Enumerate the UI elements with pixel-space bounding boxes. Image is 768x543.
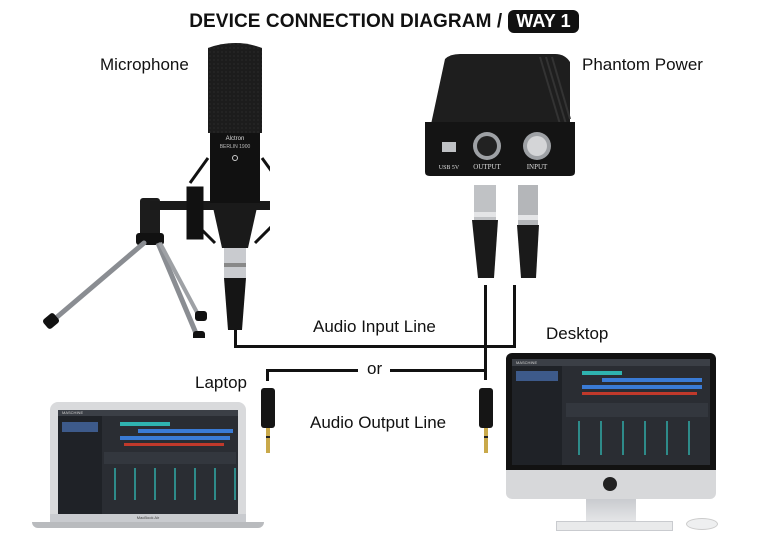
laptop-model-label: MacBook Air — [50, 514, 246, 522]
keyboard — [556, 521, 673, 531]
usb-port-label: USB 5V — [439, 165, 460, 171]
laptop: MASCHINE MacBook Air — [32, 402, 264, 530]
phantom-input-cable — [513, 285, 516, 348]
microphone-illustration: Alctron BERLIN 1900 — [43, 43, 270, 338]
xlr-male-connector — [517, 185, 539, 278]
laptop-screen: MASCHINE — [58, 410, 238, 514]
desktop-label: Desktop — [546, 324, 609, 343]
laptop-clip — [120, 422, 170, 426]
imac-daw-header — [516, 371, 558, 381]
shock-mount — [186, 157, 270, 245]
diagram-title: DEVICE CONNECTION DIAGRAM / WAY 1 — [0, 10, 768, 33]
laptop-branch-drop — [266, 369, 269, 381]
desktop-computer: MASCHINE — [506, 353, 718, 541]
or-label: or — [367, 359, 383, 378]
laptop-label: Laptop — [195, 373, 247, 392]
output-port-label: OUTPUT — [473, 163, 501, 171]
imac-daw-titlebar: MASCHINE — [512, 359, 710, 366]
mic-cable-drop — [234, 330, 237, 348]
laptop-clip — [138, 429, 233, 433]
laptop-daw-knobs — [104, 452, 236, 464]
tripod-stand — [43, 198, 207, 338]
laptop-clip — [124, 443, 224, 446]
laptop-clip — [120, 436, 230, 440]
phantom-power-illustration: USB 5V OUTPUT INPUT — [425, 54, 575, 176]
mouse — [686, 518, 718, 530]
imac-stand — [586, 499, 636, 521]
imac-daw-knobs — [566, 403, 708, 417]
imac-clip — [582, 371, 622, 375]
apple-logo-icon — [603, 477, 617, 491]
laptop-daw-pattern — [104, 468, 236, 500]
way-badge: WAY 1 — [508, 10, 579, 33]
imac-clip — [602, 378, 702, 382]
mic-brand-text: Alctron — [226, 136, 245, 142]
xlr-cable-connectors — [472, 185, 539, 278]
usb-port — [442, 142, 456, 152]
imac-daw-pattern — [566, 421, 708, 455]
microphone-label: Microphone — [100, 55, 189, 74]
mic-xlr-connector — [224, 248, 246, 330]
phantom-output-cable — [484, 285, 487, 380]
xlr-female-connector — [472, 185, 498, 278]
imac-clip — [582, 385, 702, 389]
input-line-horizontal — [234, 345, 515, 348]
imac-clip — [582, 392, 697, 395]
microphone-body: Alctron BERLIN 1900 — [208, 43, 262, 248]
laptop-daw-header — [62, 422, 98, 432]
laptop-audio-jack — [261, 388, 275, 453]
mic-model-text: BERLIN 1900 — [220, 144, 251, 150]
output-line-left — [266, 369, 358, 372]
laptop-base — [32, 522, 264, 528]
desktop-audio-jack — [479, 388, 493, 453]
audio-input-line-label: Audio Input Line — [313, 317, 436, 336]
phantom-power-label: Phantom Power — [582, 55, 703, 74]
laptop-daw-browser — [58, 416, 102, 514]
imac-daw-browser — [512, 366, 562, 465]
laptop-daw-titlebar: MASCHINE — [58, 410, 238, 416]
title-text: DEVICE CONNECTION DIAGRAM / — [189, 10, 503, 32]
input-port-label: INPUT — [527, 163, 548, 171]
audio-output-line-label: Audio Output Line — [310, 413, 447, 432]
imac-screen: MASCHINE — [512, 359, 710, 465]
output-line-right — [390, 369, 487, 372]
